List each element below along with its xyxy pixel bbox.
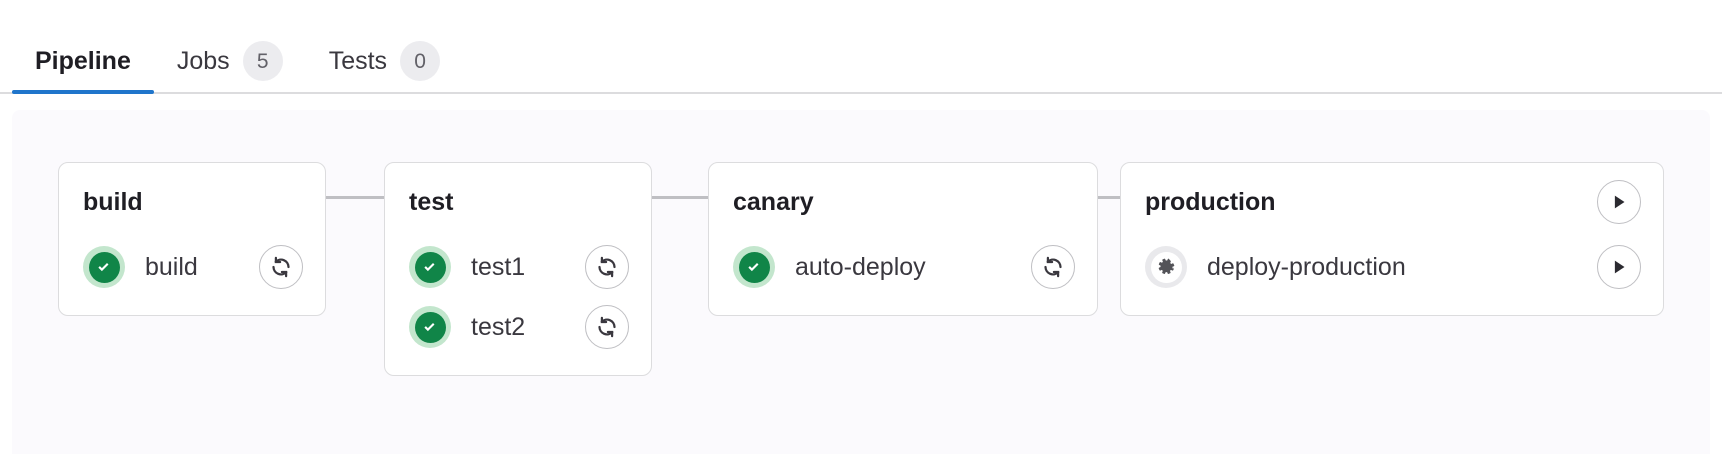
stage-title-production: production	[1145, 187, 1276, 216]
stage-title-test: test	[409, 187, 454, 216]
job-name-auto-deploy: auto-deploy	[795, 252, 926, 281]
stage-header-production: production	[1121, 180, 1663, 224]
job-row-test2[interactable]: test2	[385, 297, 651, 357]
check-circle-icon	[409, 246, 451, 288]
stage-card-build[interactable]: build build	[58, 162, 326, 316]
job-name-deploy-production: deploy-production	[1207, 252, 1406, 281]
retry-icon[interactable]	[585, 305, 629, 349]
job-row-auto-deploy[interactable]: auto-deploy	[709, 237, 1097, 297]
tab-pipeline-label: Pipeline	[35, 46, 131, 75]
connector-test-canary	[648, 196, 720, 199]
job-row-test1[interactable]: test1	[385, 237, 651, 297]
tab-bar: Pipeline Jobs 5 Tests 0	[0, 0, 1722, 94]
stage-header-canary: canary	[709, 183, 1097, 221]
check-circle-icon	[83, 246, 125, 288]
pipeline-graph-panel: build build	[12, 110, 1710, 454]
retry-icon[interactable]	[585, 245, 629, 289]
tab-pipeline[interactable]: Pipeline	[12, 0, 154, 94]
tab-jobs-badge: 5	[242, 41, 283, 81]
stage-card-production[interactable]: production deploy-production	[1120, 162, 1664, 316]
pipeline-stages: build build	[12, 110, 1710, 454]
job-name-test2: test2	[471, 312, 526, 341]
retry-icon[interactable]	[1031, 245, 1075, 289]
connector-build-test	[324, 196, 396, 199]
tab-jobs-label: Jobs	[176, 46, 230, 75]
stage-title-build: build	[83, 187, 143, 216]
tab-tests-badge: 0	[400, 41, 441, 81]
check-circle-icon	[409, 306, 451, 348]
tab-active-indicator	[12, 90, 154, 94]
stage-title-canary: canary	[733, 187, 814, 216]
gear-icon	[1145, 246, 1187, 288]
tab-jobs[interactable]: Jobs 5	[154, 0, 306, 92]
job-name-build: build	[145, 252, 198, 281]
play-icon[interactable]	[1597, 180, 1641, 224]
stage-card-test[interactable]: test test1	[384, 162, 652, 376]
play-icon[interactable]	[1597, 245, 1641, 289]
job-name-test1: test1	[471, 252, 526, 281]
tab-tests-label: Tests	[328, 46, 388, 75]
stage-header-build: build	[59, 183, 325, 221]
job-row-build[interactable]: build	[59, 237, 325, 297]
stage-card-canary[interactable]: canary auto-deploy	[708, 162, 1098, 316]
stage-jobs-production: deploy-production	[1121, 237, 1663, 297]
retry-icon[interactable]	[259, 245, 303, 289]
job-row-deploy-production[interactable]: deploy-production	[1121, 237, 1663, 297]
stage-header-test: test	[385, 183, 651, 221]
stage-jobs-canary: auto-deploy	[709, 237, 1097, 297]
tab-tests[interactable]: Tests 0	[306, 0, 463, 92]
check-circle-icon	[733, 246, 775, 288]
stage-jobs-test: test1	[385, 237, 651, 357]
stage-jobs-build: build	[59, 237, 325, 297]
